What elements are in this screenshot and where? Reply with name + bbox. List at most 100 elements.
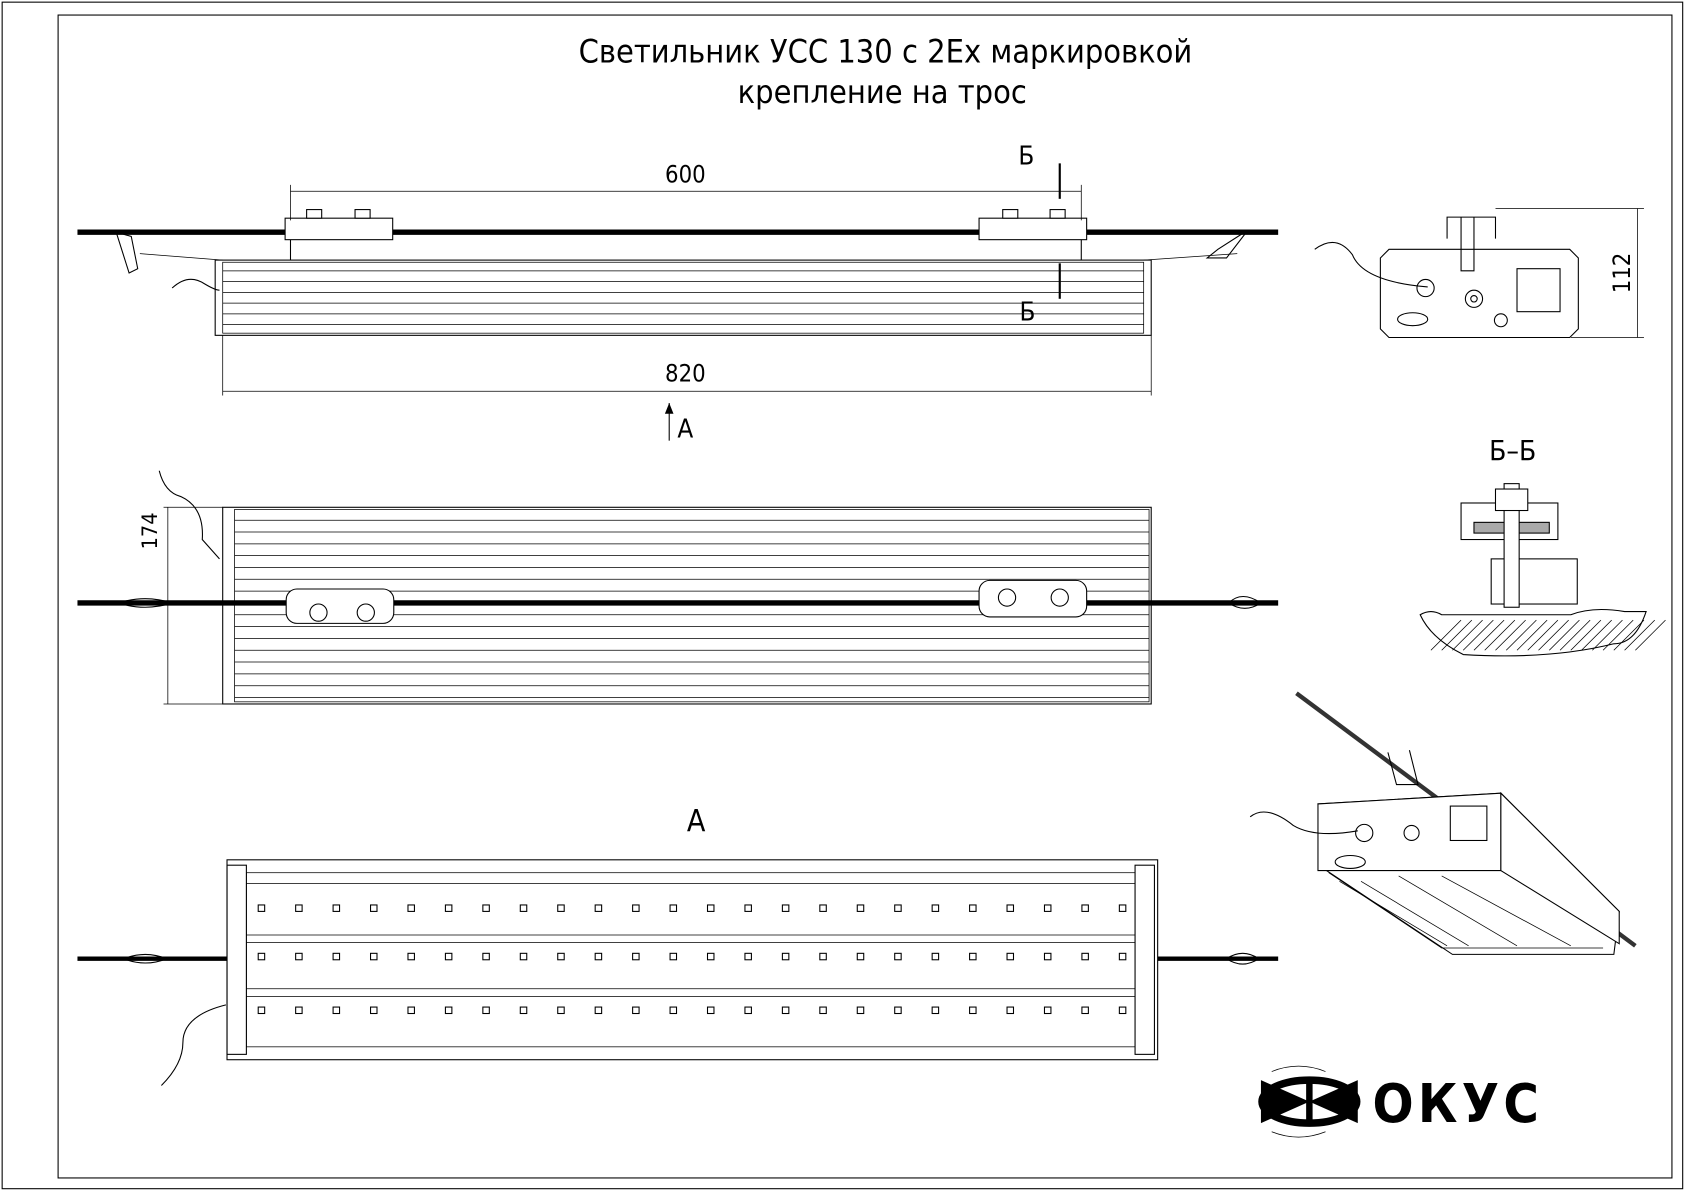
led-dot — [856, 904, 865, 912]
hatch-line — [1602, 619, 1634, 651]
led-dot — [444, 904, 453, 912]
logo-text: ОКУС — [1372, 1072, 1543, 1135]
led-dot — [557, 904, 565, 912]
hatch-line — [1462, 619, 1494, 651]
led-dot — [519, 952, 528, 961]
led-dot — [407, 1006, 415, 1015]
led-dot — [1118, 904, 1127, 912]
led-dot — [744, 1006, 752, 1015]
led-dot — [1006, 904, 1015, 912]
led-dot — [931, 1006, 940, 1015]
led-dot — [856, 1006, 865, 1015]
hatch-line — [1473, 619, 1505, 651]
led-dot — [969, 904, 977, 912]
hatch-line — [1635, 619, 1666, 651]
dimension-112: 112 — [1608, 253, 1636, 294]
led-dot — [1118, 952, 1127, 961]
hatch-line — [1527, 619, 1559, 651]
hatch-line — [1613, 619, 1645, 651]
led-dot — [931, 904, 940, 912]
hatch-line — [1559, 619, 1591, 651]
led-dot — [706, 1006, 715, 1015]
led-dot — [969, 1006, 977, 1015]
section-marker-b-bottom: Б — [1020, 297, 1036, 327]
led-dot — [482, 904, 490, 912]
inner-frame — [57, 14, 1673, 1179]
led-dot — [1043, 952, 1052, 961]
led-dot — [257, 904, 266, 912]
hatch-line — [1452, 619, 1483, 651]
section-b-b — [1419, 483, 1666, 657]
led-dot — [407, 952, 415, 961]
led-dot — [594, 952, 603, 961]
led-dot — [1118, 1006, 1127, 1015]
led-dot — [819, 952, 827, 961]
bottom-view-a — [77, 859, 1279, 1086]
isometric-view — [1249, 691, 1637, 955]
led-dot — [519, 904, 528, 912]
led-dot — [369, 952, 378, 961]
led-dot — [1081, 1006, 1089, 1015]
led-dot — [369, 904, 378, 912]
dimension-820: 820 — [665, 360, 706, 388]
hatch-line — [1592, 619, 1623, 651]
hatch-line — [1570, 619, 1602, 651]
led-dot — [1006, 952, 1015, 961]
hatch-line — [1549, 619, 1580, 651]
led-dot — [781, 1006, 790, 1015]
hatch-line — [1495, 619, 1526, 651]
led-dot — [482, 952, 490, 961]
led-dot — [1081, 904, 1089, 912]
led-dot — [632, 952, 640, 961]
hatch-line — [1516, 619, 1548, 651]
section-marker-b-top: Б — [1018, 141, 1034, 171]
led-dot — [332, 904, 341, 912]
led-dot — [1043, 1006, 1052, 1015]
led-dot — [669, 904, 678, 912]
led-dot — [781, 904, 790, 912]
end-view — [1314, 208, 1644, 339]
led-dot — [407, 904, 415, 912]
led-dot — [894, 1006, 902, 1015]
led-dot — [669, 952, 678, 961]
led-dot — [744, 952, 752, 961]
led-dot — [369, 1006, 378, 1015]
led-dot — [444, 952, 453, 961]
led-dot — [781, 952, 790, 961]
led-dot — [931, 952, 940, 961]
side-view — [77, 163, 1279, 441]
led-dot — [332, 952, 341, 961]
dimension-174: 174 — [138, 512, 163, 549]
fokus-logo: ОКУС — [1258, 1065, 1543, 1138]
hatch-line — [1441, 619, 1473, 651]
led-dot — [257, 1006, 266, 1015]
led-dot — [819, 904, 827, 912]
led-dot — [1043, 904, 1052, 912]
led-dot — [295, 952, 303, 961]
led-dot — [594, 1006, 603, 1015]
led-dot — [257, 952, 266, 961]
led-dot — [557, 1006, 565, 1015]
led-dot — [482, 1006, 490, 1015]
led-dot — [894, 952, 902, 961]
led-dot — [557, 952, 565, 961]
title-line-1: Светильник УСС 130 с 2Ex маркировкой — [579, 32, 1193, 70]
view-arrow-a-label: А — [677, 414, 693, 444]
led-dot — [856, 952, 865, 961]
led-dot — [444, 1006, 453, 1015]
hatch-line — [1624, 619, 1655, 651]
section-b-b-title: Б–Б — [1489, 434, 1536, 467]
led-dot — [519, 1006, 528, 1015]
hatch-line — [1538, 619, 1569, 651]
led-dot — [706, 952, 715, 961]
led-dot — [295, 904, 303, 912]
led-dot — [706, 904, 715, 912]
led-dot — [744, 904, 752, 912]
led-dot — [632, 1006, 640, 1015]
led-dot — [594, 904, 603, 912]
led-dot — [332, 1006, 341, 1015]
view-a-title: А — [687, 804, 706, 839]
